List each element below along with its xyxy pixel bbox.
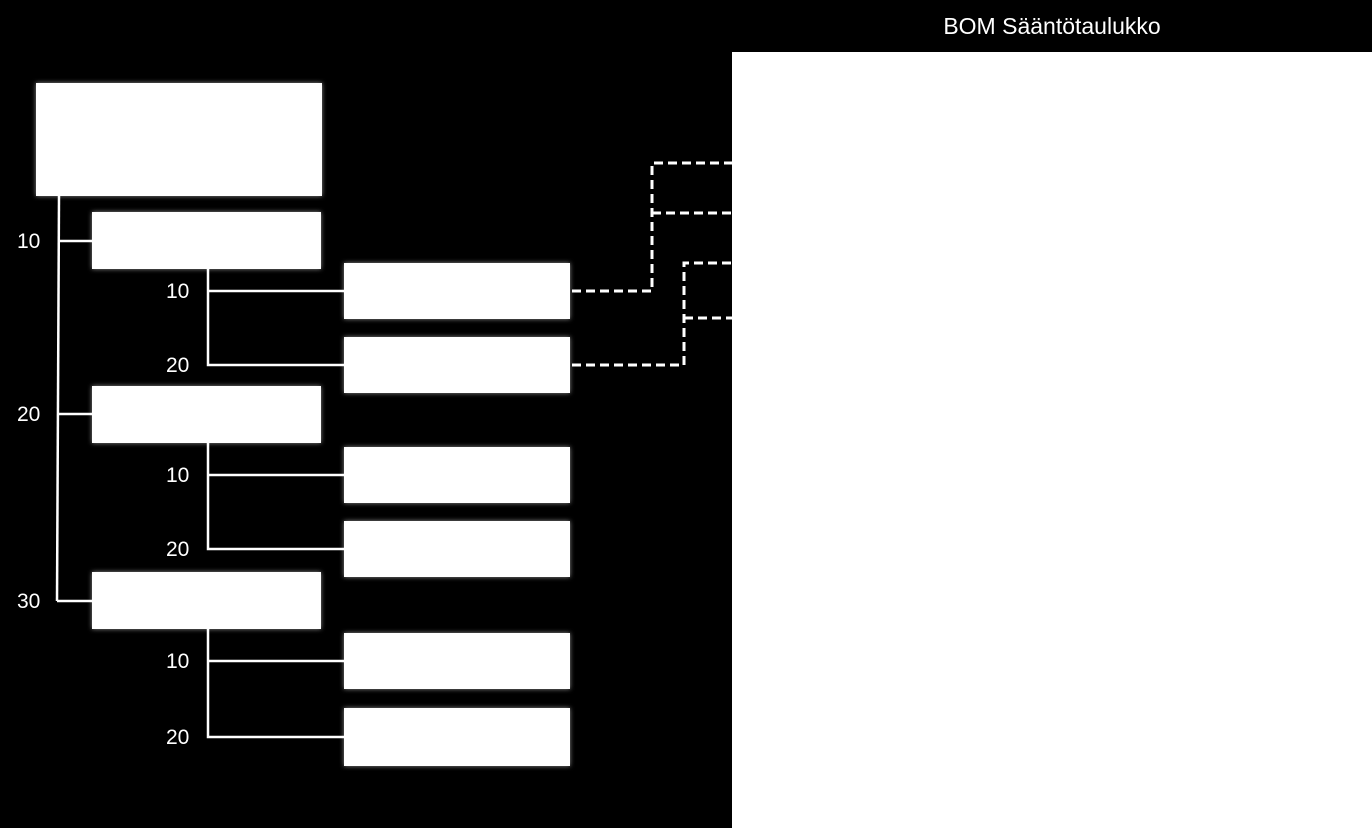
seq-label-l1-10: 10 <box>17 230 40 253</box>
seq-label-l2-10-20: 20 <box>166 354 189 377</box>
seq-label-l2-20-20: 20 <box>166 538 189 561</box>
node-l2-20-10 <box>344 447 570 503</box>
node-l2-20-20 <box>344 521 570 577</box>
seq-label-l2-30-10: 10 <box>166 650 189 673</box>
subtree-connector-30 <box>206 629 344 739</box>
subtree-connector-20 <box>206 443 344 551</box>
subtree-connector-10 <box>206 269 344 367</box>
bom-rule-table-title: BOM Sääntötaulukko <box>943 13 1160 39</box>
root-trunk <box>55 195 61 602</box>
node-l2-30-20 <box>344 708 570 766</box>
node-l1-20 <box>92 386 321 443</box>
seq-label-l1-20: 20 <box>17 403 40 426</box>
rule-link-10-20-a <box>572 261 732 367</box>
node-l1-30 <box>92 572 321 629</box>
seq-label-l2-30-20: 20 <box>166 726 189 749</box>
node-l2-10-20 <box>344 337 570 393</box>
node-l1-10 <box>92 212 321 269</box>
seq-label-l1-30: 30 <box>17 590 40 613</box>
bom-rule-table-panel <box>732 52 1372 828</box>
node-l2-30-10 <box>344 633 570 689</box>
seq-label-l2-10-10: 10 <box>166 280 189 303</box>
rule-link-10-10-a <box>572 161 732 293</box>
seq-label-l2-20-10: 10 <box>166 464 189 487</box>
root-node <box>36 83 322 196</box>
node-l2-10-10 <box>344 263 570 319</box>
